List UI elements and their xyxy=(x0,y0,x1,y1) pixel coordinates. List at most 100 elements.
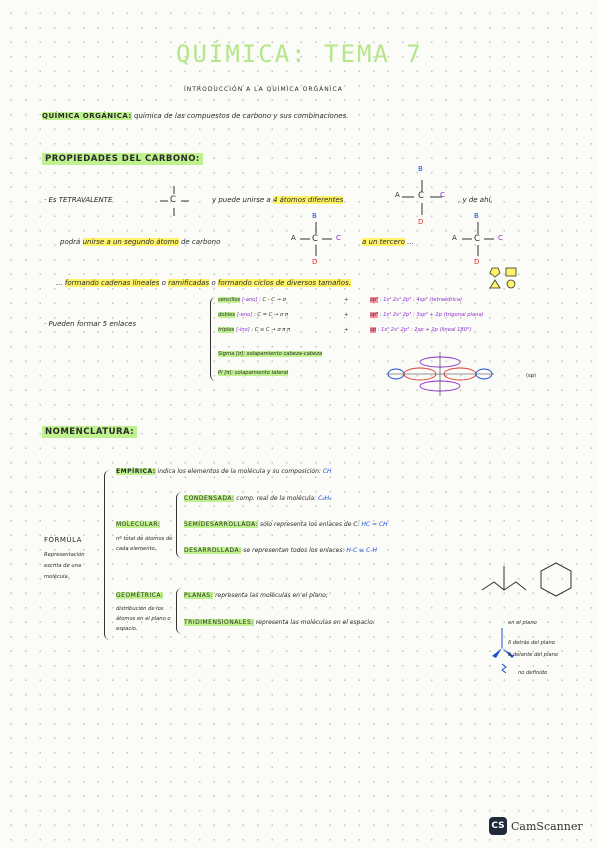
empirica-line: EMPÍRICA: indica los elementos de la mol… xyxy=(116,468,332,475)
condensada-example: C₆H₆ xyxy=(318,495,332,502)
camscanner-text: CamScanner xyxy=(511,819,583,833)
bond-arrow-2: → σ π xyxy=(273,312,289,318)
bond-arrow-1: → σ xyxy=(276,297,286,303)
atom-a-3: A xyxy=(452,234,457,242)
line1-c: , y de ahí, xyxy=(458,196,493,204)
carbon-center-2: C xyxy=(418,191,424,201)
line2-highlight: unirse a un segundo átomo xyxy=(82,238,179,246)
line3-o2: o xyxy=(211,279,216,287)
sigma-text: Sigma [σ]: solapamiento cabeza-cabeza xyxy=(218,351,323,357)
carbon-heading: PROPIEDADES DEL CARBONO: xyxy=(42,153,203,165)
line2-c: a un tercero xyxy=(362,238,405,246)
formula-desc: Representación escrita de una molécula. xyxy=(44,552,85,580)
pi-line: Pi [π]: solapamiento lateral xyxy=(218,370,289,376)
definition-term: QUÍMICA ORGÁNICA: xyxy=(42,112,132,120)
hyb-row-1: sp³ : 1s² 2s¹ 2p³ : 4sp³ (tetraédrica) xyxy=(370,297,462,303)
hyb-row-2: sp² : 1s² 2s¹ 2p³ : 3sp² + 2p (trigonal … xyxy=(370,312,484,318)
planas-line: PLANAS: representa las moléculas en el p… xyxy=(184,592,328,599)
hyb-result-3: : 2sp + 2p xyxy=(410,327,438,333)
bond-formula-1: : C - C xyxy=(259,297,275,303)
hyb-row-3: sp : 1s² 2s¹ 2p³ : 2sp + 2p (lineal 180°… xyxy=(370,327,472,333)
bond-name-1: sencillos xyxy=(218,297,241,303)
line2-dots: ... xyxy=(407,238,414,246)
tridi-label: TRIDIMENSIONALES: xyxy=(184,619,254,626)
desarrollada-example: H-C ≡ C-H xyxy=(346,547,377,554)
desarrollada-line: DESARROLLADA: se representan todos los e… xyxy=(184,547,377,554)
sp-label: (sp) xyxy=(526,373,537,379)
formula-big-brace xyxy=(104,470,113,640)
skeletal-molecule-drawing xyxy=(481,566,527,591)
line3-dots: ... xyxy=(56,279,63,287)
condensada-text: comp. real de la molécula: xyxy=(236,495,317,502)
geometrica-brace xyxy=(176,588,182,634)
sp-orbital-sketch xyxy=(386,352,494,396)
semi-line: SEMIDESARROLLADA: sólo representa los en… xyxy=(184,521,388,528)
desarrollada-text: se representan todos los enlaces: xyxy=(243,547,345,554)
empirica-example: CH xyxy=(322,468,332,475)
camscanner-logo: CS xyxy=(489,817,507,835)
tetravalent-carbon-sketch xyxy=(160,186,189,216)
definition-line: QUÍMICA ORGÁNICA: química de las compues… xyxy=(42,112,348,120)
hexagon-drawing xyxy=(540,562,572,597)
planas-text: representa las moléculas en el plano; xyxy=(215,592,328,599)
line3-o1: o xyxy=(161,279,166,287)
hyb-detail-2: : 1s² 2s¹ 2p³ xyxy=(379,312,412,318)
pi-text: Pi [π]: solapamiento lateral xyxy=(218,370,289,376)
atom-d-2: D xyxy=(312,258,318,266)
tridi-line: TRIDIMENSIONALES: representa las molécul… xyxy=(184,619,375,626)
line1-b: y puede unirse a xyxy=(212,196,271,204)
atom-a-2: A xyxy=(291,234,296,242)
atom-c-2: C xyxy=(336,234,341,242)
sigma-line: Sigma [σ]: solapamiento cabeza-cabeza xyxy=(218,351,323,357)
second-carbon-sketch xyxy=(300,222,332,256)
atom-c-1: C xyxy=(440,191,445,199)
line3-hl3: formando ciclos de diversos tamaños. xyxy=(217,279,351,287)
nomenclature-heading: NOMENCLATURA: xyxy=(42,426,138,438)
hyb-result-1: : 4sp³ xyxy=(412,297,428,303)
bond-tag-3: [-ino] xyxy=(235,327,250,333)
bonds-brace xyxy=(210,297,216,381)
empirica-label: EMPÍRICA: xyxy=(116,468,156,475)
page-subtitle: INTRODUCCIÓN A LA QUÍMICA ORGÁNICA xyxy=(184,86,343,93)
line1-highlight: 4 átomos diferentes xyxy=(272,196,344,204)
carbon-center-3: C xyxy=(312,234,318,244)
abcd-carbon-sketch xyxy=(402,180,442,215)
wedge-legend-drawing xyxy=(492,628,514,674)
bond-tag-1: [-ano] xyxy=(241,297,258,303)
atom-b-1: B xyxy=(418,165,423,173)
line2-c-wrap: a un tercero ... xyxy=(362,238,414,246)
planas-label: PLANAS: xyxy=(184,592,214,599)
bond-row-2: dobles [-eno] : C = C → σ π xyxy=(218,312,288,318)
plus-1: + xyxy=(344,297,349,303)
line3-text: ... formando cadenas lineales o ramifica… xyxy=(56,279,351,287)
legend-3: δ delante del plano xyxy=(508,652,559,658)
hyb-note-3: (lineal 180°) xyxy=(439,327,472,333)
definition-text: química de las compuestos de carbono y s… xyxy=(134,112,349,120)
bonds-intro: · Pueden formar 5 enlaces xyxy=(44,320,137,328)
line3-hl2: ramificadas xyxy=(168,279,210,287)
tetravalente-text: · Es TETRAVALENTE xyxy=(44,196,113,204)
line1-text: y puede unirse a 4 átomos diferentes xyxy=(212,196,344,204)
bond-arrow-3: → σ π π xyxy=(271,327,291,333)
legend-2: δ detrás del plano xyxy=(508,640,555,646)
page-title: QUÍMICA: TEMA 7 xyxy=(176,40,423,68)
hyb-detail-3: : 1s² 2s¹ 2p³ xyxy=(377,327,410,333)
bond-formula-2: : C = C xyxy=(254,312,273,318)
rings-doodle xyxy=(489,267,517,289)
formula-title: FÓRMULA xyxy=(44,536,82,544)
hyb-detail-1: : 1s² 2s¹ 2p³ xyxy=(379,297,412,303)
desarrollada-label: DESARROLLADA: xyxy=(184,547,242,554)
bond-formula-3: : C ≡ C xyxy=(251,327,270,333)
hyb-result-2: : 3sp² + 2p xyxy=(412,312,442,318)
atom-b-3: B xyxy=(474,212,479,220)
bond-name-3: triples xyxy=(218,327,235,333)
atom-a-1: A xyxy=(395,191,400,199)
atom-b-2: B xyxy=(312,212,317,220)
atom-d-1: D xyxy=(418,218,424,226)
legend-1: en el plano xyxy=(508,620,537,626)
empirica-text: indica los elementos de la molécula y su… xyxy=(157,468,321,475)
line3-hl1: formando cadenas lineales xyxy=(64,279,160,287)
camscanner-watermark: CS CamScanner xyxy=(489,817,583,835)
condensada-label: CONDENSADA: xyxy=(184,495,235,502)
carbon-center-4: C xyxy=(474,234,480,244)
